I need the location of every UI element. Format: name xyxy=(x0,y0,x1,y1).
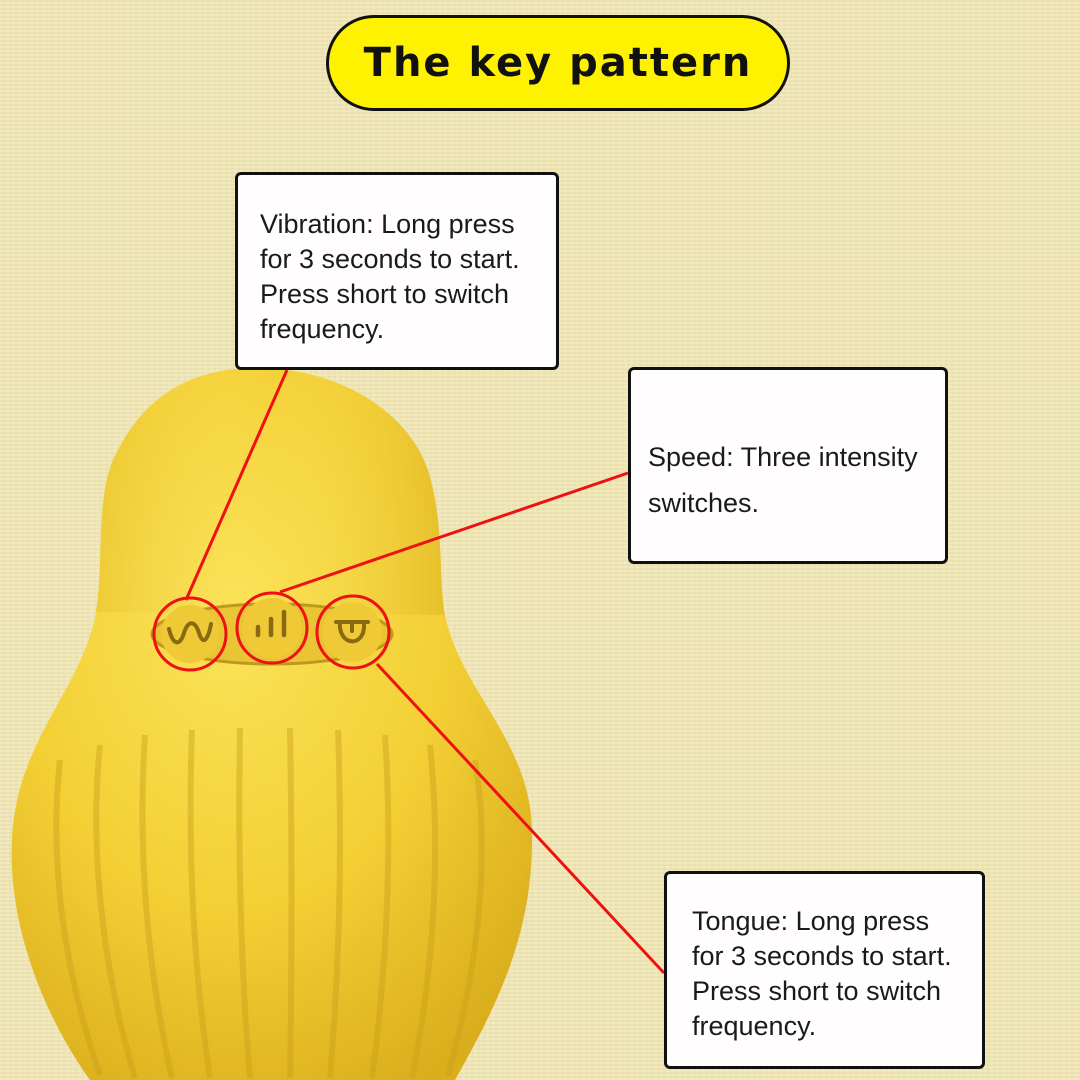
tongue-callout: Tongue: Long press for 3 seconds to star… xyxy=(664,871,985,1069)
title-banner: The key pattern xyxy=(326,15,790,111)
vibration-button[interactable] xyxy=(161,605,219,663)
wave-icon xyxy=(167,621,213,645)
tongue-icon xyxy=(334,620,370,644)
leader-lines xyxy=(184,369,666,975)
ridged-texture xyxy=(53,727,485,1079)
vibration-callout: Vibration: Long press for 3 seconds to s… xyxy=(235,172,559,370)
speed-callout: Speed: Three intensity switches. xyxy=(628,367,948,564)
speed-button[interactable] xyxy=(242,598,302,658)
highlight-rings xyxy=(152,591,391,672)
intensity-bars-icon xyxy=(255,609,287,638)
tongue-button[interactable] xyxy=(322,602,382,662)
page-title: The key pattern xyxy=(363,40,753,86)
